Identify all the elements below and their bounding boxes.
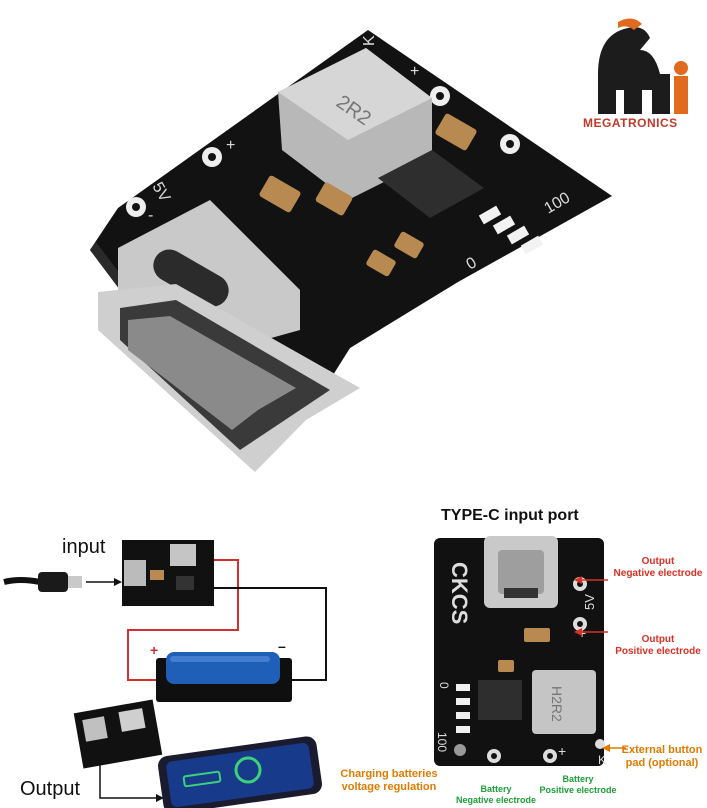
led [478, 205, 502, 225]
capacitor [435, 113, 477, 151]
led [456, 726, 470, 733]
arrow-icon [156, 794, 164, 802]
arrow-output-neg-icon [574, 576, 608, 584]
red-wire [127, 559, 239, 681]
silk-plus-2: + [410, 63, 419, 80]
ic-chip [378, 150, 484, 218]
button-pad-icon [595, 739, 605, 749]
callout-line: Output [641, 556, 675, 567]
callout-line: pad (optional) [625, 757, 699, 769]
charging-icon [234, 756, 262, 784]
callout-line: voltage regulation [341, 781, 437, 793]
callout-line: Charging batteries [340, 768, 438, 780]
callout-charging-regulation: Charging batteries voltage regulation [332, 768, 446, 794]
black-wire [214, 587, 327, 681]
input-label: input [62, 536, 106, 558]
callout-line: Negative electrode [613, 568, 703, 579]
capacitor [394, 231, 424, 259]
callout-line: Output [641, 634, 675, 645]
typec-title: TYPE-C input port [441, 507, 579, 524]
callout-line: Negative electrode [455, 795, 537, 805]
capacitor [366, 249, 396, 277]
led [506, 225, 530, 245]
callout-output-positive: Output Positive electrode [612, 634, 704, 658]
brand-name: MEGATRONICS [583, 116, 678, 130]
board-brand: CKCS [447, 562, 472, 624]
callout-line: Battery [562, 774, 594, 784]
silk-plus: + [578, 625, 586, 641]
callout-line: External button [621, 744, 703, 756]
inductor-marking: H2R2 [549, 686, 565, 722]
product-photo: 2R2 5V + - K + 0 100 [90, 30, 612, 472]
arrow-button-pad-icon [602, 744, 626, 752]
silk-k: K [598, 753, 606, 767]
arrow-icon [114, 578, 122, 586]
capacitor [315, 182, 353, 216]
callout-line: Positive electrode [539, 785, 617, 795]
output-label: Output [20, 778, 81, 800]
plus-symbol: + [150, 642, 159, 658]
inductor [532, 670, 596, 734]
usb-cable [3, 577, 41, 585]
callout-battery-positive: Battery Positive electrode [534, 774, 622, 796]
callout-line: Positive electrode [615, 646, 701, 657]
regulation-pad-icon [454, 744, 466, 756]
ic-chip [478, 680, 522, 720]
silk-0: 0 [437, 682, 451, 689]
callout-output-negative: Output Negative electrode [612, 556, 704, 580]
led [456, 698, 470, 705]
usb-plug [38, 572, 68, 592]
led [520, 235, 544, 255]
led [492, 215, 516, 235]
silk-plus-2: + [558, 743, 566, 759]
minus-symbol: – [278, 638, 286, 654]
silk-k: K [361, 35, 378, 46]
capacitor [259, 175, 301, 213]
callout-line: Battery [480, 784, 512, 794]
led [456, 712, 470, 719]
capacitor [498, 660, 514, 672]
arrow-output-pos-icon [574, 628, 608, 636]
wiring-diagram [3, 540, 327, 808]
silk-minus: - [148, 207, 153, 224]
silk-100: 100 [435, 732, 449, 752]
annotated-board: CKCS 5V + K + 0 100 H2R2 [434, 536, 606, 767]
silk-plus: + [226, 137, 235, 154]
led [456, 684, 470, 691]
callout-external-button: External button pad (optional) [618, 744, 706, 770]
megatronics-logo-icon [598, 18, 688, 114]
silk-5v: 5V [582, 594, 597, 610]
callout-battery-negative: Battery Negative electrode [452, 784, 540, 806]
capacitor [524, 628, 550, 642]
